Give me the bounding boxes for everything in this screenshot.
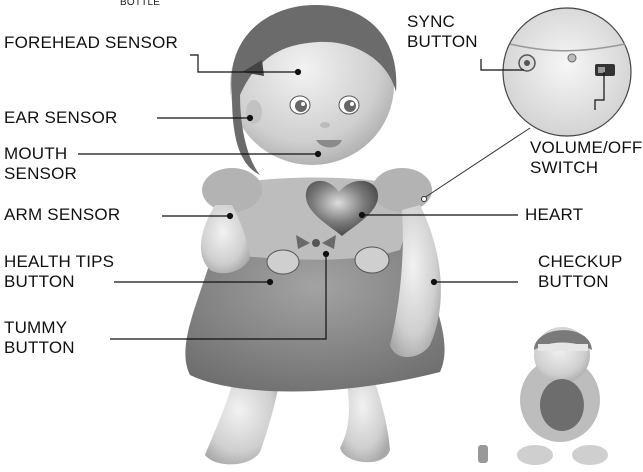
detail-inset: [503, 8, 631, 136]
ear-sensor-label: EAR SENSOR: [4, 108, 117, 128]
bottle-cut-label: BOTTLE: [120, 0, 160, 8]
volume-off-switch-label: VOLUME/OFF SWITCH: [530, 138, 643, 178]
tummy-button-label: TUMMY BUTTON: [4, 318, 75, 358]
checkup-button-label: CHECKUP BUTTON: [538, 252, 623, 292]
health-tips-button-label: HEALTH TIPS BUTTON: [4, 252, 114, 292]
mouth-sensor-label: MOUTH SENSOR: [4, 144, 77, 184]
forehead-sensor-label: FOREHEAD SENSOR: [4, 33, 178, 53]
heart-label: HEART: [525, 205, 583, 225]
sync-button-label: SYNC BUTTON: [407, 12, 478, 52]
small-doll: [478, 327, 608, 465]
arm-sensor-label: ARM SENSOR: [4, 205, 120, 225]
